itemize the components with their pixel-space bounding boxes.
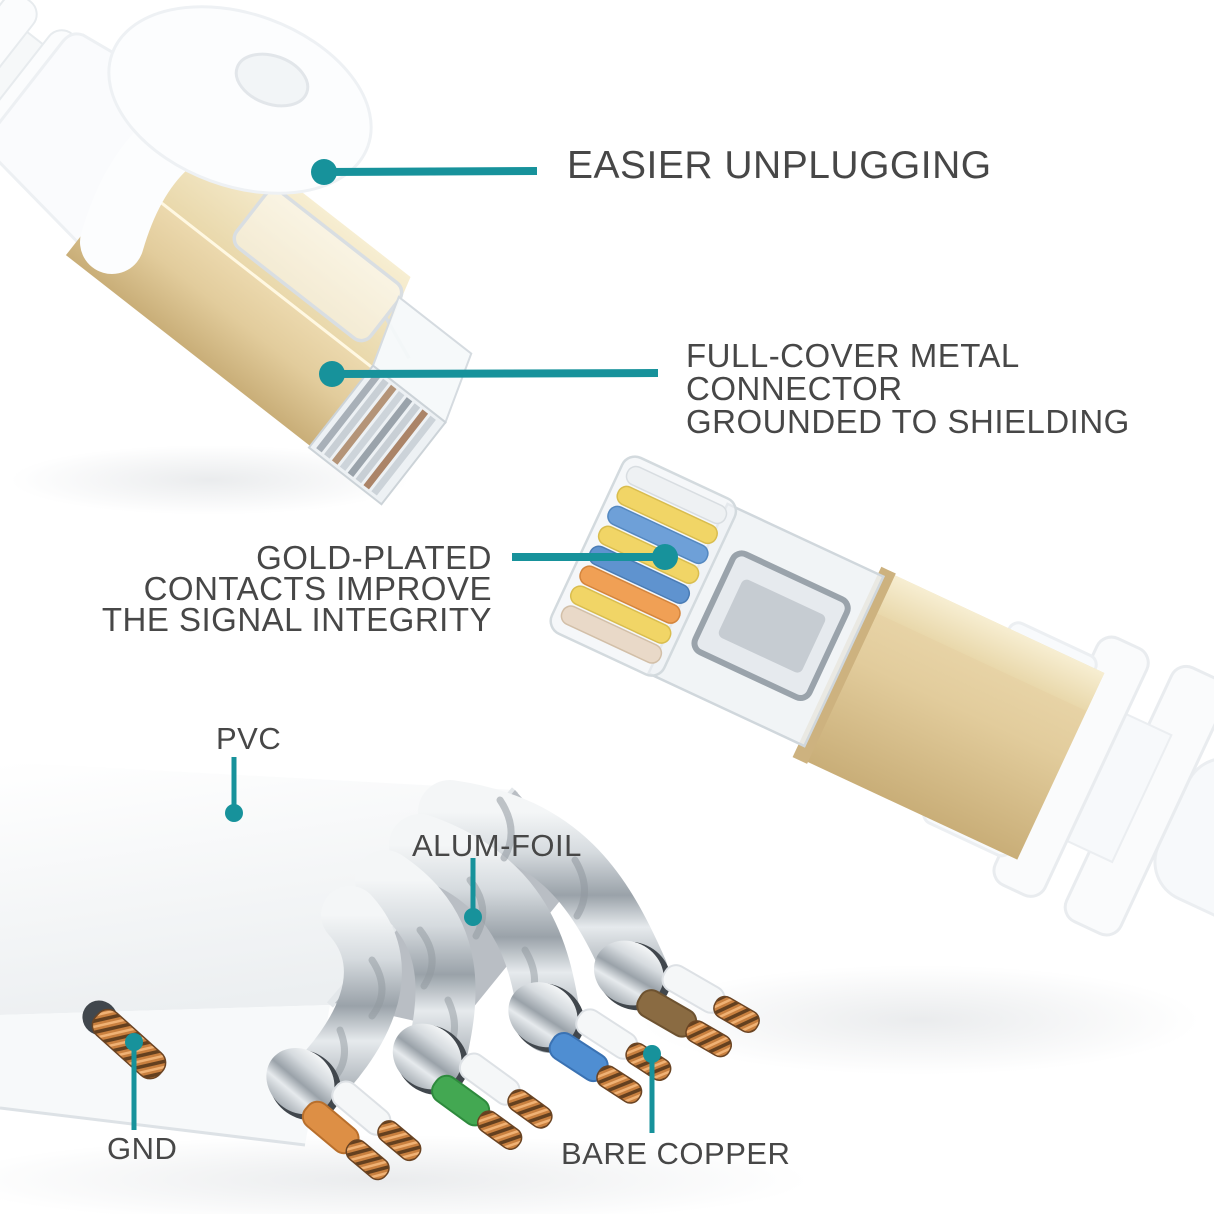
callout-dot-alum-foil bbox=[464, 908, 482, 926]
callout-line-easier-unplugging bbox=[323, 167, 538, 176]
bare-copper-tip bbox=[377, 1120, 422, 1162]
cable-shadow bbox=[0, 1135, 810, 1214]
easy-pull-tab bbox=[80, 5, 373, 274]
connector-shadow bbox=[640, 965, 1200, 1075]
pull-tab-hole bbox=[234, 52, 310, 108]
label-gold-plated-line2: CONTACTS IMPROVE bbox=[143, 570, 492, 607]
top-connector-shadow bbox=[10, 445, 410, 515]
label-bare-copper: BARE COPPER bbox=[561, 1136, 791, 1171]
callout-dot-easier-unplugging bbox=[311, 159, 337, 185]
pvc-jacket-top-face bbox=[0, 762, 515, 1015]
callout-dot-gold-plated bbox=[652, 544, 678, 570]
label-full-cover-metal-line2: CONNECTOR bbox=[686, 370, 903, 407]
callout-dot-full-cover-metal bbox=[319, 361, 345, 387]
label-full-cover-metal-line3: GROUNDED TO SHIELDING bbox=[686, 403, 1130, 440]
label-full-cover-metal-line1: FULL-COVER METAL bbox=[686, 337, 1020, 374]
bare-copper-tip bbox=[345, 1139, 390, 1181]
wire-pair-brown bbox=[593, 940, 760, 1058]
label-gnd: GND bbox=[107, 1131, 178, 1166]
callout-graphics bbox=[125, 159, 678, 1133]
bare-copper-tip bbox=[596, 1065, 643, 1104]
pvc-jacket-front-face bbox=[0, 1005, 330, 1145]
bare-copper-tip bbox=[477, 1110, 523, 1150]
gold-plated-contacts-connector-illustration bbox=[549, 455, 1214, 1124]
label-full-cover-metal: FULL-COVER METAL CONNECTOR GROUNDED TO S… bbox=[686, 339, 1130, 438]
callout-dot-bare-copper bbox=[643, 1045, 661, 1063]
label-alum-foil: ALUM-FOIL bbox=[412, 828, 582, 863]
label-gold-plated-line1: GOLD-PLATED bbox=[256, 539, 492, 576]
gold-shield-top bbox=[873, 573, 1105, 712]
label-easier-unplugging: EASIER UNPLUGGING bbox=[567, 144, 992, 187]
metal-window-inner bbox=[718, 579, 826, 673]
wire-pair-green bbox=[392, 1023, 553, 1150]
bare-copper-tip bbox=[685, 1020, 733, 1058]
label-pvc: PVC bbox=[216, 721, 282, 756]
label-gold-plated-line3: THE SIGNAL INTEGRITY bbox=[101, 601, 492, 638]
contact-pins bbox=[316, 372, 436, 496]
callout-dot-gnd bbox=[125, 1033, 143, 1051]
callout-dot-pvc bbox=[225, 804, 243, 822]
callout-line-full-cover-metal bbox=[331, 369, 659, 378]
bare-copper-tip bbox=[507, 1089, 553, 1129]
flat-cable-cross-section-illustration bbox=[0, 762, 760, 1181]
label-gold-plated: GOLD-PLATED CONTACTS IMPROVE THE SIGNAL … bbox=[101, 539, 492, 638]
jacket-bottom-edge bbox=[0, 1106, 306, 1147]
gold-edge-highlight bbox=[126, 175, 373, 369]
bare-copper-tip bbox=[713, 995, 760, 1034]
wire-pair-orange bbox=[266, 1047, 422, 1181]
gold-plated-contact-wires bbox=[560, 465, 728, 664]
